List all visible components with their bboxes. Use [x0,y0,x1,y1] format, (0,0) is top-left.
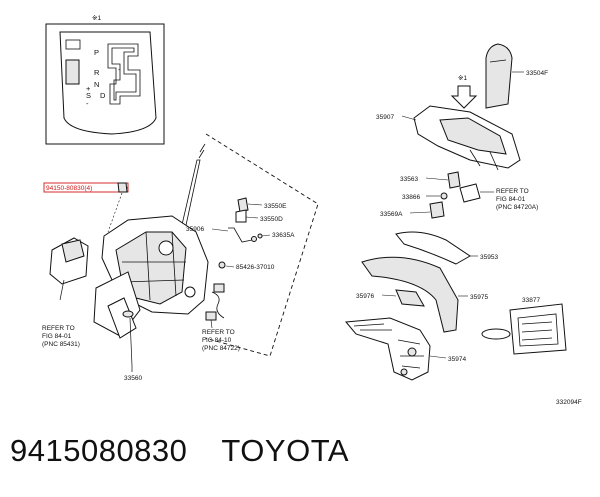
gate-label-d: D [100,91,106,100]
callout-35975: 35975 [470,294,488,301]
gate-label-r: R [94,68,100,77]
part-caption: 9415080830 TOYOTA [10,433,383,469]
callout-33550e: 33550E [264,203,287,210]
callout-35953: 35953 [480,254,498,261]
caption-brand: TOYOTA [221,433,350,468]
callout-33563: 33563 [400,176,418,183]
callout-33877: 33877 [522,297,540,304]
svg-text:FIG 84-01: FIG 84-01 [496,196,526,203]
trim-35975: 35975 [361,256,488,333]
svg-text:REFER TO: REFER TO [202,329,235,336]
console-panel-35907: 35907 [376,105,521,171]
reference-note-left: REFER TO FIG 84-01 (PNC 85431) [42,325,80,348]
bezel-35953: 35953 [395,231,498,265]
inset-note-mark: ※1 [92,15,101,22]
shift-knob: 33504F [485,43,548,109]
svg-text:(PNC 84720A): (PNC 84720A) [496,204,538,211]
svg-text:FIG 84-01: FIG 84-01 [42,333,72,340]
callout-33550d: 33550D [260,216,283,223]
gate-label-n: N [94,80,99,89]
shift-lever-assembly [49,143,209,367]
svg-text:(PNC 84722): (PNC 84722) [202,345,240,352]
svg-text:-: - [118,65,121,74]
reference-note-mid: REFER TO FIG 84-10 (PNC 84722) [202,329,240,352]
install-arrow: ※1 [450,75,478,109]
gate-label-p: P [94,48,99,57]
shift-lock-35974: 35974 [345,317,466,381]
callout-35906: 35906 [186,226,204,233]
gate-mark-minus: - [86,99,89,108]
highlighted-part-number: 94150-80830(4) [46,185,92,192]
reference-note-right: REFER TO FIG 84-01 (PNC 84720A) [496,188,538,211]
callout-35974: 35974 [448,356,466,363]
switch-parts: 33563 33866 33569A [380,171,494,219]
caption-part-number: 9415080830 [10,433,188,468]
svg-text:REFER TO: REFER TO [42,325,75,332]
svg-text:(PNC 85431): (PNC 85431) [42,341,80,348]
highlighted-part-callout: 94150-80830(4) [43,182,129,233]
callout-33866: 33866 [402,194,420,201]
callout-33504f: 33504F [526,70,548,77]
callout-35976: 35976 [356,293,374,300]
indicator-33877: 33877 [481,297,567,355]
gate-mark-plus: + [86,84,91,93]
assembly-group-outline [204,133,319,357]
callout-33635a: 33635A [272,232,295,239]
callout-85426: 85426-37010 [236,264,275,271]
callout-33560: 33560 [124,375,142,382]
gate-mark-s: S [86,91,91,100]
part-35976: 35976 [356,289,425,307]
svg-text:FIG 84-10: FIG 84-10 [202,337,232,344]
svg-text:REFER TO: REFER TO [496,188,529,195]
callout-35907: 35907 [376,114,394,121]
small-parts-group: 33550E 33550D 35906 33635A 85426-37010 [186,197,295,329]
note-mark-right: ※1 [458,75,467,82]
shift-gate-inset: ※1 P R N D + S - - [45,15,165,145]
callout-33569a: 33569A [380,211,403,218]
figure-code: 332094F [556,399,582,406]
